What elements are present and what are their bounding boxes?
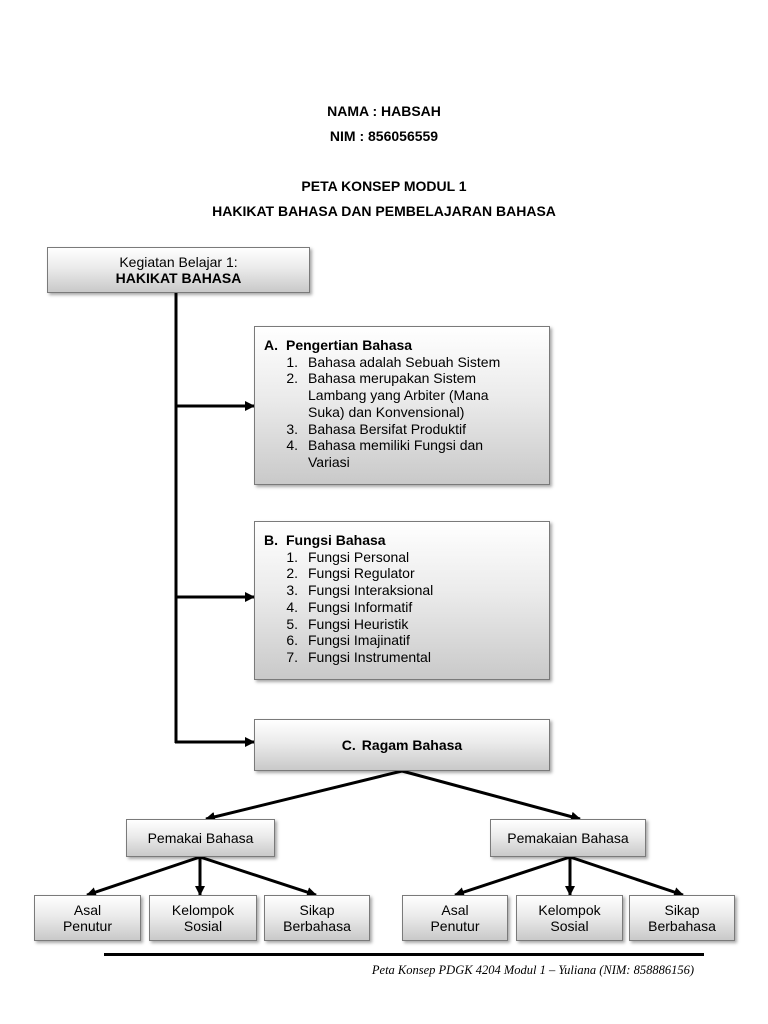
pemakaian-bahasa-label: Pemakaian Bahasa — [507, 830, 629, 846]
node-line: Sikap — [299, 902, 335, 918]
page-title: PETA KONSEP MODUL 1 — [301, 178, 467, 194]
section-b-title: Fungsi Bahasa — [286, 532, 386, 548]
node-line: Asal — [73, 902, 102, 918]
list-item: 1. Bahasa adalah Sebuah Sistem — [264, 354, 539, 371]
node-line: Penutur — [430, 918, 480, 934]
list-item: 1. Fungsi Personal — [264, 549, 539, 566]
item-number: 3. — [286, 420, 298, 437]
root-title: HAKIKAT BAHASA — [115, 270, 242, 286]
footer-caption: Peta Konsep PDGK 4204 Modul 1 – Yuliana … — [371, 963, 694, 977]
node-line: Penutur — [62, 918, 113, 934]
pemakai-asal-penutur-node: Asal Penutur — [34, 895, 141, 941]
arrow-to-pemakaian — [401, 769, 581, 822]
item-line: Variasi — [308, 453, 350, 470]
arrow-to-pemakai — [205, 769, 403, 822]
item-text: Bahasa adalah Sebuah Sistem — [308, 354, 539, 371]
pemakai-bahasa-node: Pemakai Bahasa — [126, 819, 275, 857]
page-subtitle: HAKIKAT BAHASA DAN PEMBELAJARAN BAHASA — [212, 203, 556, 219]
root-label: Kegiatan Belajar 1: — [119, 254, 238, 270]
pemakaian-asal-penutur-node: Asal Penutur — [402, 895, 508, 941]
node-line: Asal — [441, 902, 469, 918]
section-b-list: 1. Fungsi Personal 2. Fungsi Regulator 3. F… — [264, 549, 539, 666]
item-text: Fungsi Imajinatif — [308, 632, 410, 649]
pemakaian-kelompok-sosial-node: Kelompok Sosial — [516, 895, 623, 941]
section-c-title: Ragam Bahasa — [361, 737, 463, 753]
item-number: 2. — [286, 370, 298, 387]
item-text: Fungsi Informatif — [308, 598, 413, 615]
section-a-box: A. Pengertian Bahasa 1. Bahasa adalah Seb… — [254, 326, 550, 485]
student-name: NAMA : HABSAH — [327, 103, 441, 119]
student-nim: NIM : 856056559 — [329, 128, 439, 144]
pemakaian-sikap-berbahasa-node: Sikap Berbahasa — [629, 895, 735, 941]
arrow-pemakai-sikap — [199, 855, 317, 897]
pemakai-sikap-berbahasa-node: Sikap Berbahasa — [264, 895, 370, 941]
section-b-heading: B. Fungsi Bahasa — [264, 532, 539, 549]
section-a-letter: A. — [264, 337, 278, 353]
node-line: Berbahasa — [648, 918, 716, 934]
item-number: 3. — [286, 582, 298, 599]
item-number: 2. — [286, 565, 298, 582]
arrow-pemakai-asal — [86, 855, 201, 897]
item-text: Fungsi Heuristik — [308, 615, 409, 632]
footer-rule — [104, 953, 704, 956]
section-b-box: B. Fungsi Bahasa 1. Fungsi Personal 2. Fun… — [254, 521, 550, 680]
arrow-pemakaian-asal — [454, 855, 571, 897]
list-item: 3. Fungsi Interaksional — [264, 582, 539, 599]
item-text: Fungsi Interaksional — [308, 582, 434, 599]
item-number: 6. — [286, 632, 298, 649]
item-line: Bahasa merupakan Sistem — [308, 370, 477, 387]
item-number: 4. — [286, 598, 298, 615]
list-item: 3. Bahasa Bersifat Produktif — [264, 421, 539, 438]
root-node: Kegiatan Belajar 1: HAKIKAT BAHASA — [47, 247, 310, 293]
arrow-pemakaian-sikap — [569, 855, 684, 897]
node-line: Sikap — [664, 902, 700, 918]
list-item: 2. Fungsi Regulator — [264, 565, 539, 582]
section-a-title: Pengertian Bahasa — [286, 337, 413, 353]
node-line: Kelompok — [171, 902, 235, 918]
pemakai-bahasa-label: Pemakai Bahasa — [147, 830, 254, 846]
pemakai-kelompok-sosial-node: Kelompok Sosial — [149, 895, 257, 941]
node-line: Berbahasa — [283, 918, 351, 934]
item-number: 7. — [286, 648, 298, 665]
item-text: Bahasa Bersifat Produktif — [308, 421, 539, 438]
item-number: 1. — [286, 548, 298, 565]
section-b-letter: B. — [264, 532, 278, 548]
node-line: Kelompok — [538, 902, 601, 918]
list-item: 6. Fungsi Imajinatif — [264, 632, 539, 649]
section-a-heading: A. Pengertian Bahasa — [264, 337, 539, 354]
item-number: 5. — [286, 615, 298, 632]
item-number: 4. — [286, 437, 298, 454]
item-text: Fungsi Instrumental — [308, 648, 431, 665]
item-line: Bahasa adalah Sebuah Sistem — [308, 353, 501, 370]
item-number: 1. — [286, 353, 298, 370]
section-a-list: 1. Bahasa adalah Sebuah Sistem 2. Bahasa m… — [264, 354, 539, 471]
list-item: 4. Fungsi Informatif — [264, 599, 539, 616]
item-line: Suka) dan Konvensional) — [308, 403, 465, 420]
pemakaian-bahasa-node: Pemakaian Bahasa — [490, 819, 646, 857]
item-line: Bahasa memiliki Fungsi dan — [308, 437, 484, 454]
item-text: Fungsi Regulator — [308, 565, 415, 582]
item-line: Bahasa Bersifat Produktif — [308, 420, 466, 437]
list-item: 5. Fungsi Heuristik — [264, 616, 539, 633]
item-line: Lambang yang Arbiter (Mana — [308, 387, 489, 404]
item-text: Fungsi Personal — [308, 548, 410, 565]
node-line: Sosial — [550, 918, 589, 934]
section-c-box: C. Ragam Bahasa — [254, 719, 550, 771]
node-line: Sosial — [183, 918, 223, 934]
section-c-letter: C. — [341, 737, 356, 753]
list-item: 7. Fungsi Instrumental — [264, 649, 539, 666]
